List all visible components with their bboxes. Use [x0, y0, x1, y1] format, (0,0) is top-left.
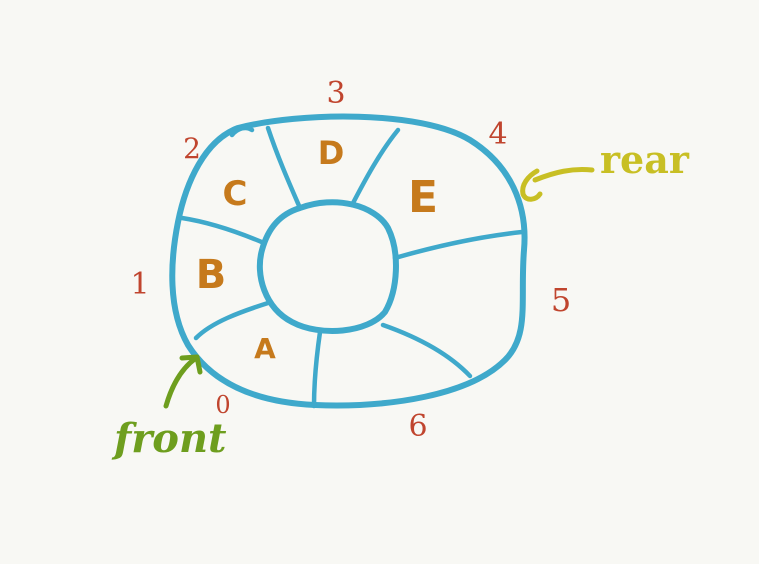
outer-ring: [169, 113, 528, 409]
rear-arrow-head: [520, 168, 543, 202]
ring-hook: [229, 125, 255, 138]
divider-3-2: [265, 125, 303, 211]
slot-letter-c: C: [223, 174, 248, 214]
divider-6-5: [380, 322, 473, 379]
slot-letter-d: D: [318, 134, 345, 172]
slot-letter-a: A: [254, 332, 276, 365]
divider-2-1: [179, 215, 267, 246]
index-label-3: 3: [326, 76, 345, 111]
divider-0-6: [311, 329, 323, 409]
rear-arrow-shaft: [532, 167, 595, 183]
index-label-1: 1: [130, 267, 149, 302]
index-label-4: 4: [488, 117, 507, 152]
front-arrow-head: [179, 354, 203, 375]
index-label-0: 0: [215, 391, 230, 419]
inner-ring: [256, 199, 399, 334]
front-arrow-shaft: [163, 355, 199, 409]
divider-5-4: [392, 229, 525, 261]
index-label-5: 5: [551, 281, 571, 319]
slot-letter-b: B: [196, 252, 227, 298]
divider-1-0: [193, 300, 271, 341]
index-label-6: 6: [408, 409, 427, 444]
rear-pointer-label: rear: [600, 137, 690, 182]
slot-letter-e: E: [408, 172, 438, 223]
divider-4-3: [349, 127, 401, 208]
front-pointer-label: front: [111, 415, 227, 462]
index-label-2: 2: [183, 132, 201, 165]
